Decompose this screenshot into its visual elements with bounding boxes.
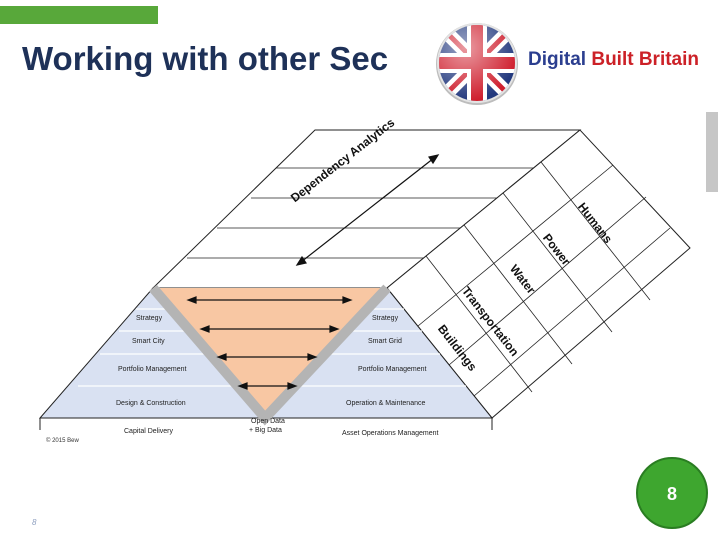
digital-built-britain-logo: Digital Built Britain <box>528 49 699 71</box>
right-level-portfolio-management: Portfolio Management <box>358 366 427 373</box>
sector-grid-line <box>502 192 613 333</box>
slide-number-badge-text: 8 <box>666 484 677 504</box>
copyright-note: © 2015 Bew <box>46 438 79 444</box>
sector-grid-line <box>417 164 614 327</box>
arrow-head <box>186 296 197 304</box>
triangle-frame <box>149 284 391 426</box>
big-data-label: + Big Data <box>249 427 282 434</box>
arrow-head <box>199 325 210 333</box>
page-number: 8 <box>32 518 37 527</box>
brand-word-digital: Digital <box>528 49 587 70</box>
scrollbar[interactable] <box>706 112 718 192</box>
sector-grid-line <box>448 196 647 366</box>
arrow-head <box>307 353 318 361</box>
brand-words-built-britain: Built Britain <box>591 49 700 70</box>
left-level-design-construction: Design & Construction <box>116 400 186 407</box>
right-level-smart-grid: Smart Grid <box>368 338 402 345</box>
left-level-portfolio-management: Portfolio Management <box>118 366 187 373</box>
sector-grid-line <box>473 227 671 397</box>
arrow-head <box>295 255 307 266</box>
dependency-arrow <box>295 154 440 266</box>
right-level-strategy: Strategy <box>372 315 399 322</box>
dependency-arrow-line <box>300 157 435 263</box>
sector-grid-line <box>425 255 533 393</box>
header-accent-bar <box>0 6 158 24</box>
sector-grid-line <box>463 224 573 365</box>
arrow-head <box>428 154 440 165</box>
arrow-head <box>329 325 340 333</box>
left-level-strategy: Strategy <box>136 315 163 322</box>
right-level-operation-maintenance: Operation & Maintenance <box>346 400 426 407</box>
triangle-arrows <box>186 296 353 390</box>
left-level-capital-delivery: Capital Delivery <box>124 428 174 435</box>
left-level-smart-city: Smart City <box>132 338 165 345</box>
open-data-triangle <box>153 288 387 418</box>
arrow-head <box>237 382 248 390</box>
arrow-head <box>216 353 227 361</box>
sector-grid-line <box>540 161 651 301</box>
arrow-head <box>287 382 298 390</box>
union-jack-globe-logo <box>436 23 518 105</box>
right-level-asset-operations-management: Asset Operations Management <box>342 430 439 437</box>
slide-number-badge: 8 <box>636 457 708 529</box>
arrow-head <box>342 296 353 304</box>
slide-title: Working with other Sec <box>22 40 389 77</box>
open-data-label: Open Data <box>251 418 285 425</box>
